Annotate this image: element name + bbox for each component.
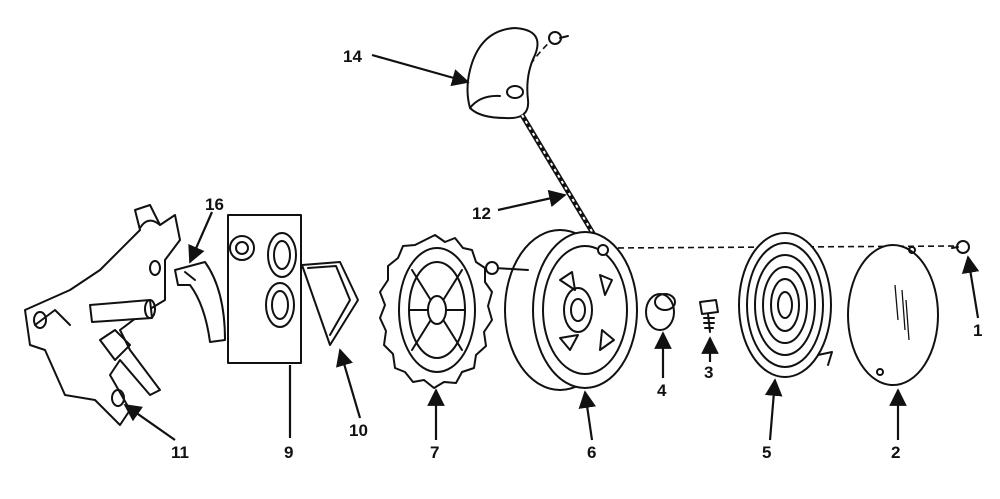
callout-leaders <box>123 53 980 441</box>
callout-1: 1 <box>973 321 982 340</box>
part-7-drive-gear <box>379 234 493 389</box>
callout-4: 4 <box>657 381 667 400</box>
part-1-cover-screw <box>951 240 970 254</box>
callout-9: 9 <box>284 443 293 462</box>
part-12-starter-rope <box>519 113 606 252</box>
part-10-retainer-spring <box>301 261 359 346</box>
part-14-starter-handle <box>466 27 539 120</box>
callout-12: 12 <box>472 204 491 223</box>
handle-screw <box>548 31 569 45</box>
part-9-seal-kit-card <box>227 214 302 364</box>
callout-7: 7 <box>430 443 439 462</box>
part-11-mounting-bracket <box>24 204 181 426</box>
part-6-rope-pulley <box>485 229 638 391</box>
callout-5: 5 <box>762 443 771 462</box>
callout-3: 3 <box>704 363 713 382</box>
part-4-bushing <box>645 293 676 331</box>
part-5-recoil-spring <box>738 232 833 378</box>
part-2-cover-plate <box>847 244 939 386</box>
part-3-screw <box>699 299 719 333</box>
callout-14: 14 <box>343 47 362 66</box>
callout-11: 11 <box>171 443 189 462</box>
callout-labels: 14 12 16 11 9 10 7 6 4 3 5 2 1 <box>171 47 982 462</box>
callout-10: 10 <box>349 421 368 440</box>
part-16-pawl <box>174 261 226 343</box>
callout-2: 2 <box>891 443 900 462</box>
callout-6: 6 <box>587 443 596 462</box>
callout-16: 16 <box>205 195 224 214</box>
